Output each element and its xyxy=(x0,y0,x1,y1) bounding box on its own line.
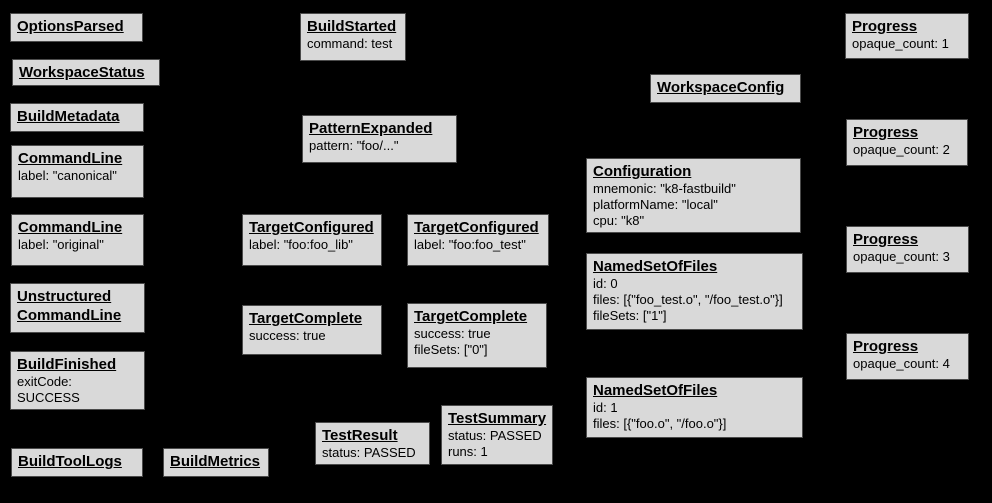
node-title: Progress xyxy=(853,231,919,248)
node-target-configured-foo-lib: TargetConfigured label: "foo:foo_lib" xyxy=(242,214,382,266)
node-build-finished: BuildFinished exitCode: SUCCESS xyxy=(10,351,145,410)
node-title: WorkspaceStatus xyxy=(19,64,145,81)
node-build-started: BuildStarted command: test xyxy=(300,13,406,61)
node-title: OptionsParsed xyxy=(17,18,124,35)
node-title: NamedSetOfFiles xyxy=(593,382,718,399)
node-title: TestSummary xyxy=(448,410,547,427)
node-unstructured-command-line: Unstructured CommandLine xyxy=(10,283,145,333)
node-body: id: 1 files: [{"foo.o", "/foo.o"}] xyxy=(593,400,727,431)
node-title: TargetComplete xyxy=(249,310,363,327)
node-title: TargetConfigured xyxy=(249,219,374,236)
node-body: success: true xyxy=(249,328,326,343)
node-workspace-status: WorkspaceStatus xyxy=(12,59,160,86)
node-configuration: Configuration mnemonic: "k8-fastbuild" p… xyxy=(586,158,801,233)
node-title: Configuration xyxy=(593,163,692,180)
node-options-parsed: OptionsParsed xyxy=(10,13,143,42)
node-body: status: PASSED xyxy=(322,445,416,460)
node-body: status: PASSED runs: 1 xyxy=(448,428,542,459)
node-body: opaque_count: 4 xyxy=(853,356,950,371)
node-test-result: TestResult status: PASSED xyxy=(315,422,430,465)
node-title: BuildMetrics xyxy=(170,453,261,470)
node-title: Unstructured CommandLine xyxy=(17,288,122,324)
node-named-set-of-files-0: NamedSetOfFiles id: 0 files: [{"foo_test… xyxy=(586,253,803,330)
node-title: CommandLine xyxy=(18,150,123,167)
node-title: BuildStarted xyxy=(307,18,397,35)
node-title: NamedSetOfFiles xyxy=(593,258,718,275)
node-test-summary: TestSummary status: PASSED runs: 1 xyxy=(441,405,553,465)
node-title: WorkspaceConfig xyxy=(657,79,785,96)
node-title: TargetComplete xyxy=(414,308,528,325)
node-build-metadata: BuildMetadata xyxy=(10,103,144,132)
node-title: CommandLine xyxy=(18,219,123,236)
node-body: pattern: "foo/..." xyxy=(309,138,399,153)
node-build-metrics: BuildMetrics xyxy=(163,448,269,477)
node-command-line-canonical: CommandLine label: "canonical" xyxy=(11,145,144,198)
node-body: command: test xyxy=(307,36,393,51)
node-title: Progress xyxy=(853,338,919,355)
node-title: BuildMetadata xyxy=(17,108,120,125)
node-pattern-expanded: PatternExpanded pattern: "foo/..." xyxy=(302,115,457,163)
node-title: Progress xyxy=(853,124,919,141)
node-progress-2: Progress opaque_count: 2 xyxy=(846,119,968,166)
node-title: TestResult xyxy=(322,427,398,444)
node-body: id: 0 files: [{"foo_test.o", "/foo_test.… xyxy=(593,276,783,323)
node-body: label: "foo:foo_test" xyxy=(414,237,526,252)
node-build-tool-logs: BuildToolLogs xyxy=(11,448,143,477)
node-body: exitCode: SUCCESS xyxy=(17,374,80,405)
node-title: Progress xyxy=(852,18,918,35)
node-body: mnemonic: "k8-fastbuild" platformName: "… xyxy=(593,181,736,228)
node-body: opaque_count: 2 xyxy=(853,142,950,157)
node-progress-3: Progress opaque_count: 3 xyxy=(846,226,969,273)
node-target-complete-test: TargetComplete success: true fileSets: [… xyxy=(407,303,547,368)
node-target-complete-lib: TargetComplete success: true xyxy=(242,305,382,355)
node-body: opaque_count: 1 xyxy=(852,36,949,51)
node-body: label: "canonical" xyxy=(18,168,117,183)
node-title: BuildToolLogs xyxy=(18,453,122,470)
node-progress-4: Progress opaque_count: 4 xyxy=(846,333,969,380)
node-body: opaque_count: 3 xyxy=(853,249,950,264)
node-title: TargetConfigured xyxy=(414,219,539,236)
node-named-set-of-files-1: NamedSetOfFiles id: 1 files: [{"foo.o", … xyxy=(586,377,803,438)
node-body: label: "foo:foo_lib" xyxy=(249,237,353,252)
node-progress-1: Progress opaque_count: 1 xyxy=(845,13,969,59)
node-body: label: "original" xyxy=(18,237,104,252)
node-command-line-original: CommandLine label: "original" xyxy=(11,214,144,266)
node-target-configured-foo-test: TargetConfigured label: "foo:foo_test" xyxy=(407,214,549,266)
node-title: PatternExpanded xyxy=(309,120,433,137)
node-body: success: true fileSets: ["0"] xyxy=(414,326,491,357)
node-workspace-config: WorkspaceConfig xyxy=(650,74,801,103)
node-title: BuildFinished xyxy=(17,356,117,373)
